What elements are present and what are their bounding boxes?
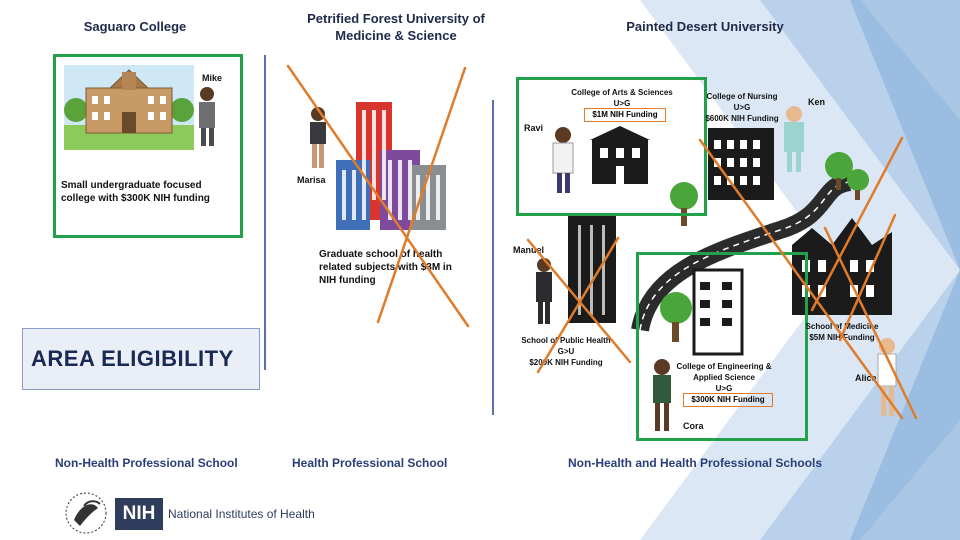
petrified-title-line1: Petrified Forest University of [307, 11, 485, 26]
saguaro-description: Small undergraduate focused college with… [61, 180, 210, 204]
petrified-x-line-a [286, 64, 470, 328]
petrified-description: Graduate school of health related subjec… [319, 249, 452, 286]
nursing-funding: $600K NIH Funding [705, 114, 779, 123]
nih-badge: NIH [115, 498, 163, 530]
saguaro-person-name: Mike [202, 73, 223, 83]
engineering-eligible-box [636, 252, 808, 441]
nih-abbr: NIH [122, 503, 156, 524]
saguaro-title: Saguaro College [83, 19, 187, 34]
footer-both: Non-Health and Health Professional Schoo… [568, 456, 823, 470]
public-health-name: School of Public Health [521, 336, 611, 345]
nursing-x-line-b [810, 136, 904, 312]
engineering-name-line2: Applied Science [693, 373, 755, 382]
arts-level: U>G [613, 99, 631, 108]
arts-funding-box: $1M NIH Funding [584, 108, 666, 122]
public-health-x-line-b [536, 236, 620, 374]
nursing-x-line-a [698, 138, 904, 420]
public-health-funding: $200K NIH Funding [529, 358, 603, 367]
nursing-level: U>G [733, 103, 751, 112]
divider-left [264, 55, 266, 370]
arts-person-name: Ravi [524, 123, 544, 133]
divider-right [492, 100, 494, 415]
arts-name: College of Arts & Sciences [571, 88, 673, 97]
engineering-person-name: Cora [683, 421, 704, 431]
engineering-funding-box: $300K NIH Funding [683, 393, 773, 407]
petrified-person-name: Marisa [297, 175, 326, 185]
medicine-name: School of Medicine [805, 322, 879, 331]
saguaro-eligible-box [53, 54, 243, 238]
petrified-title-line2: Medicine & Science [335, 28, 457, 43]
footer-non-health: Non-Health Professional School [55, 456, 238, 470]
area-eligibility-label: AREA ELIGIBILITY [22, 328, 260, 390]
petrified-x-line-b [376, 66, 467, 324]
footer-health: Health Professional School [292, 456, 448, 470]
engineering-level: U>G [715, 384, 733, 393]
engineering-funding: $300K NIH Funding [691, 395, 765, 404]
medicine-x-line-b [838, 213, 897, 342]
engineering-name-line1: College of Engineering & [676, 362, 772, 371]
arts-funding: $1M NIH Funding [592, 110, 658, 119]
public-health-level: G>U [557, 347, 575, 356]
medicine-x-line-a [823, 226, 918, 420]
nursing-person-name: Ken [808, 97, 826, 107]
nursing-name: College of Nursing [706, 92, 778, 101]
medicine-person-name: Alice [855, 373, 877, 383]
painted-title: Painted Desert University [626, 19, 784, 34]
nih-full-name: National Institutes of Health [168, 507, 315, 521]
public-health-person-name: Manuel [513, 245, 545, 255]
